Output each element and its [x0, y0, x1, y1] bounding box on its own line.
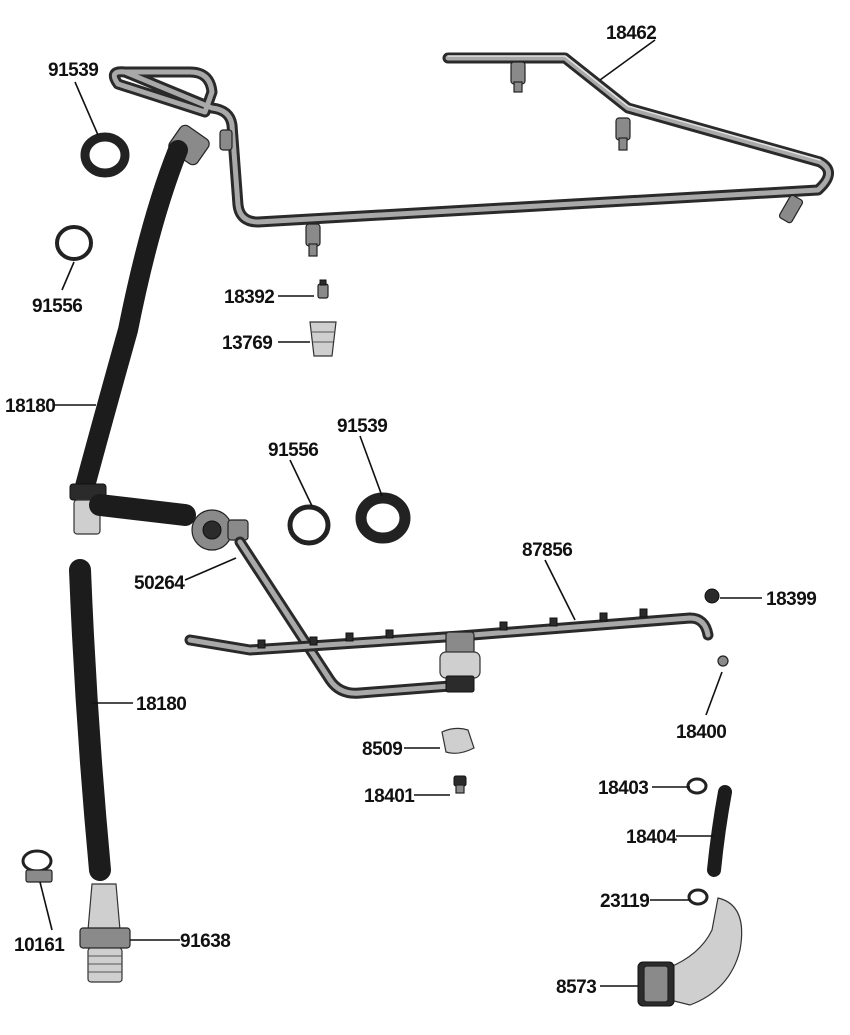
label-13769: 13769 [222, 333, 272, 354]
end-cap-part [704, 588, 720, 604]
label-91556-mid: 91556 [268, 440, 318, 461]
lower-manifold-hub [439, 631, 481, 693]
label-10161: 10161 [14, 935, 65, 956]
o-ring-91556-mid [287, 504, 331, 546]
part-labels: 18462 91539 91556 18392 13769 18180 9155… [5, 23, 817, 998]
label-91539-mid: 91539 [337, 416, 387, 437]
o-ring-91556-top [55, 225, 93, 261]
label-18401: 18401 [364, 786, 415, 807]
label-18404: 18404 [626, 827, 677, 848]
cap-8509 [441, 727, 475, 754]
lower-manifold-tube [184, 536, 714, 699]
hose-coupling [69, 483, 196, 535]
clamp-23119 [687, 888, 709, 906]
label-18180-bottom: 18180 [136, 694, 186, 715]
clamp-18403 [686, 777, 708, 795]
short-hose-18404 [707, 785, 732, 877]
label-18403: 18403 [598, 778, 648, 799]
nozzle-tip-part [317, 279, 329, 299]
upper-manifold-tube [108, 52, 834, 228]
label-18399: 18399 [766, 589, 816, 610]
label-18392: 18392 [224, 287, 274, 308]
label-8509: 8509 [362, 739, 402, 760]
label-91539-top: 91539 [48, 60, 98, 81]
o-ring-91539-top [80, 132, 130, 178]
o-ring-91539-mid [355, 492, 411, 544]
upper-hose [74, 140, 188, 500]
label-18400: 18400 [676, 722, 726, 743]
label-23119: 23119 [600, 891, 649, 912]
label-91556-top: 91556 [32, 296, 82, 317]
connector-elbow [191, 509, 249, 551]
label-91638: 91638 [180, 931, 230, 952]
upper-manifold-nozzles [219, 61, 804, 257]
leader-lines [39, 39, 762, 987]
label-18180-top: 18180 [5, 396, 55, 417]
label-87856: 87856 [522, 540, 572, 561]
small-ball-part [717, 655, 729, 667]
nozzle-body-part [309, 321, 337, 357]
label-50264: 50264 [134, 573, 185, 594]
label-8573: 8573 [556, 977, 596, 998]
label-18462: 18462 [606, 23, 656, 44]
lower-manifold-nozzles [257, 608, 648, 649]
lower-hose [69, 559, 111, 881]
barb-fitting-91638 [79, 883, 131, 983]
elbow-fitting-8573 [637, 897, 743, 1007]
plug-18401 [453, 775, 467, 794]
hose-clamp-10161 [21, 849, 53, 883]
